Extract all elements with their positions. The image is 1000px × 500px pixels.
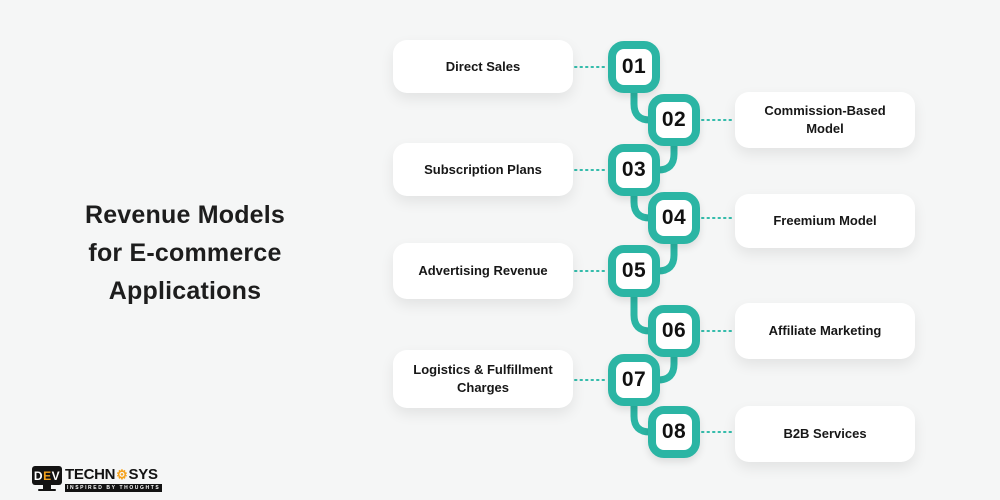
step-number: 02 (661, 108, 687, 131)
step-badge-04: 04 (648, 192, 700, 244)
step-badge-03: 03 (608, 144, 660, 196)
model-card-label: Advertising Revenue (418, 263, 548, 278)
step-badge-06: 06 (648, 305, 700, 357)
model-card-label: Subscription Plans (424, 161, 542, 177)
monitor-icon: DEV (32, 466, 62, 485)
step-number: 04 (661, 206, 687, 229)
step-number: 01 (621, 55, 647, 78)
model-card-freemium: Freemium Model (735, 194, 915, 248)
model-card-label: Direct Sales (445, 58, 521, 74)
step-number: 07 (621, 368, 647, 391)
model-card-commission-based: Commission-Based Model (735, 92, 915, 148)
step-badge-05: 05 (608, 245, 660, 297)
step-badge-01: 01 (608, 41, 660, 93)
gear-icon: ⚙ (116, 467, 128, 482)
logo-wordmark: TECHN ⚙ SYS INSPIRED BY THOUGHTS (65, 466, 163, 492)
step-badge-02: 02 (648, 94, 700, 146)
logo-dev-text: DEV (33, 468, 61, 483)
step-number: 05 (621, 259, 647, 282)
step-number: 03 (621, 158, 647, 181)
devtechnosys-logo: DEV TECHN ⚙ SYS INSPIRED BY THOUGHTS (32, 466, 163, 492)
step-badge-08: 08 (648, 406, 700, 458)
model-card-label: Freemium Model (773, 213, 877, 228)
model-card-direct-sales: Direct Sales (393, 40, 573, 93)
model-card-label: Commission-Based Model (764, 103, 886, 136)
step-number: 08 (661, 420, 687, 443)
model-card-affiliate-marketing: Affiliate Marketing (735, 303, 915, 359)
logo-word-left: TECHN (65, 466, 116, 483)
page-title: Revenue Models for E-commerce Applicatio… (84, 201, 286, 305)
model-card-subscription-plans: Subscription Plans (393, 143, 573, 196)
logo-tagline: INSPIRED BY THOUGHTS (65, 484, 163, 492)
model-card-label: Affiliate Marketing (768, 323, 882, 338)
model-card-label: B2B Services (783, 426, 867, 441)
model-card-b2b-services: B2B Services (735, 406, 915, 462)
model-card-label: Logistics & Fulfillment Charges (413, 362, 553, 395)
model-card-advertising-revenue: Advertising Revenue (393, 243, 573, 299)
model-card-logistics-fulfillment: Logistics & Fulfillment Charges (393, 350, 573, 408)
step-number: 06 (661, 319, 687, 342)
step-badge-07: 07 (608, 354, 660, 406)
logo-word-right: SYS (128, 466, 158, 483)
